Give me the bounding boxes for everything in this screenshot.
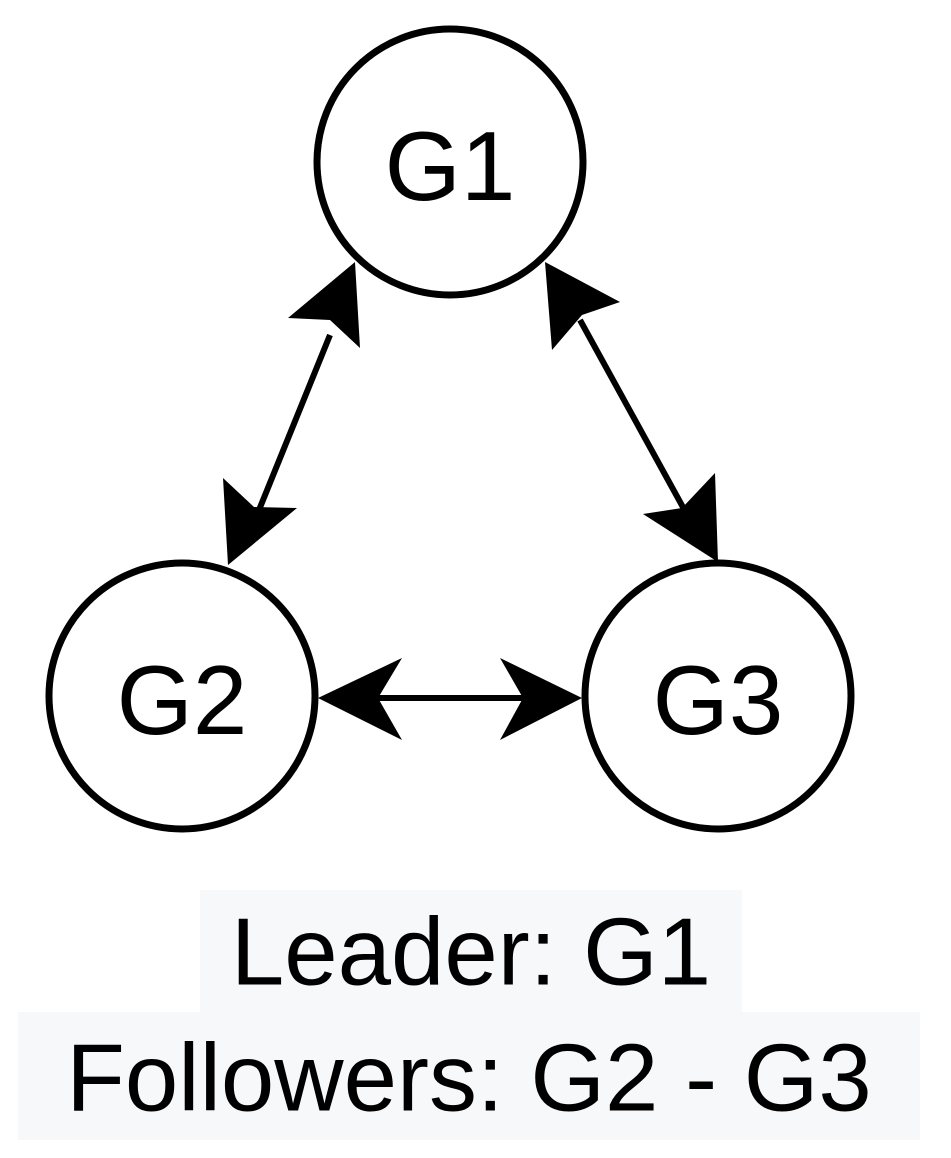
edge-g1-g3 [545, 262, 718, 562]
node-label: G2 [117, 645, 248, 755]
node-label: G3 [653, 645, 784, 755]
caption-leader-background [200, 890, 742, 1012]
node-g3: G3 [581, 559, 855, 833]
arrowhead-g2-end [318, 658, 402, 740]
arrowhead-g2-end [223, 478, 297, 565]
arrowhead-g3-end [500, 658, 582, 740]
edge-g1-g2 [223, 262, 360, 565]
edge-line [577, 318, 693, 522]
node-circle [45, 559, 319, 833]
caption: Leader: G1 Followers: G2 - G3 [18, 890, 920, 1140]
node-circle [581, 559, 855, 833]
caption-followers: Followers: G2 - G3 [66, 1025, 872, 1132]
node-label: G1 [385, 111, 516, 221]
caption-leader: Leader: G1 [231, 899, 711, 1006]
edge-line [256, 333, 333, 512]
caption-followers-background [18, 1012, 920, 1140]
arrowhead-g3-end [643, 473, 718, 562]
node-g2: G2 [45, 559, 319, 833]
edge-g2-g3 [318, 658, 582, 740]
arrowhead-g1-end [288, 262, 360, 348]
node-circle [313, 25, 587, 299]
arrowhead-g1-end [545, 262, 620, 350]
node-g1: G1 [313, 25, 587, 299]
